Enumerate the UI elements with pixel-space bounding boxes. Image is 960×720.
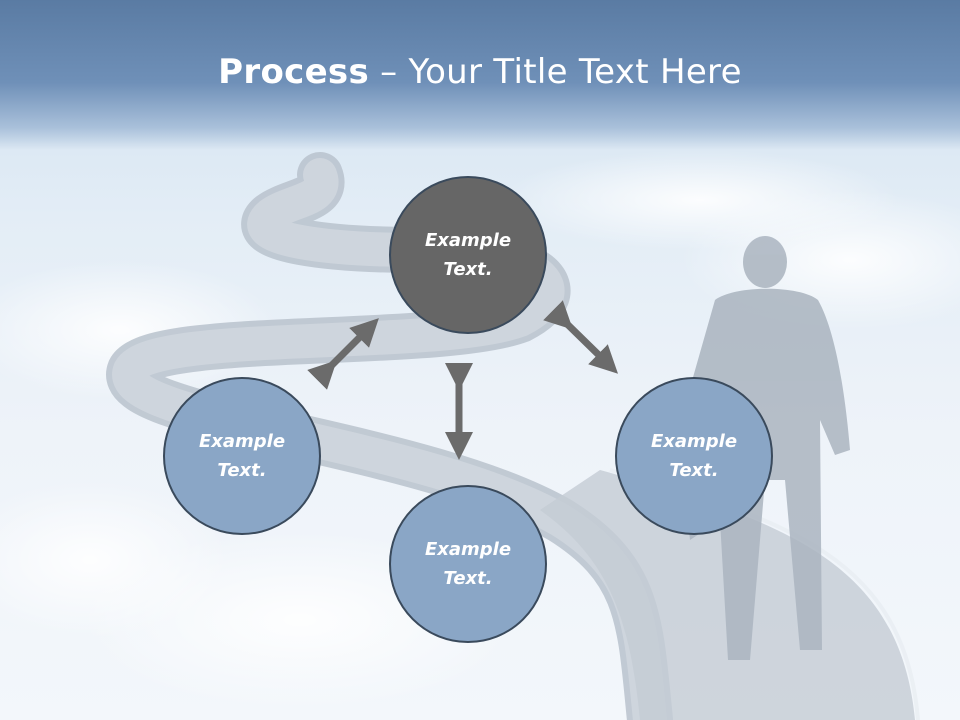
- arrow-top-right: [543, 300, 619, 374]
- node-top: Example Text.: [389, 176, 547, 334]
- node-right: Example Text.: [615, 377, 773, 535]
- slide-title: Process – Your Title Text Here: [0, 52, 960, 92]
- arrow-top-left: [307, 318, 379, 390]
- node-bottom: Example Text.: [389, 485, 547, 643]
- header-band: [0, 0, 960, 150]
- cloud: [500, 150, 900, 250]
- node-left: Example Text.: [163, 377, 321, 535]
- cloud: [0, 480, 230, 640]
- title-rest: – Your Title Text Here: [369, 52, 742, 92]
- title-bold: Process: [218, 52, 370, 92]
